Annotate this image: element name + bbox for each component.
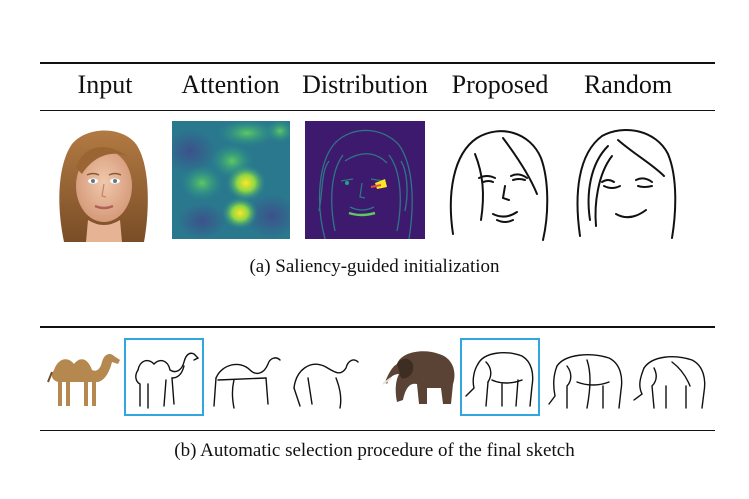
elephant-photo [383,344,459,410]
camel-photo [44,348,124,410]
caption-b: (b) Automatic selection procedure of the… [174,440,575,461]
header-distribution: Distribution [302,70,428,99]
header-random: Random [583,70,673,99]
distribution-map [305,121,425,239]
proposed-sketch [445,124,555,242]
camel-sketch-3 [290,348,362,414]
random-sketch [572,124,682,242]
header-attention: Attention [181,70,280,99]
input-face-photo [52,124,152,242]
elephant-sketch-selected [460,338,540,416]
header-proposed: Proposed [451,70,549,99]
caption-a: (a) Saliency-guided initialization [249,256,500,277]
top-rule-a [40,62,715,64]
elephant-sketch-3 [632,346,710,414]
camel-sketch-2 [210,348,284,414]
bottom-rule-b [40,430,715,431]
top-rule-b [40,326,715,328]
attention-map [172,121,290,239]
camel-sketch-selected [124,338,204,416]
header-input: Input [77,70,133,99]
elephant-sketch-2 [547,346,627,414]
mid-rule-a [40,110,715,111]
